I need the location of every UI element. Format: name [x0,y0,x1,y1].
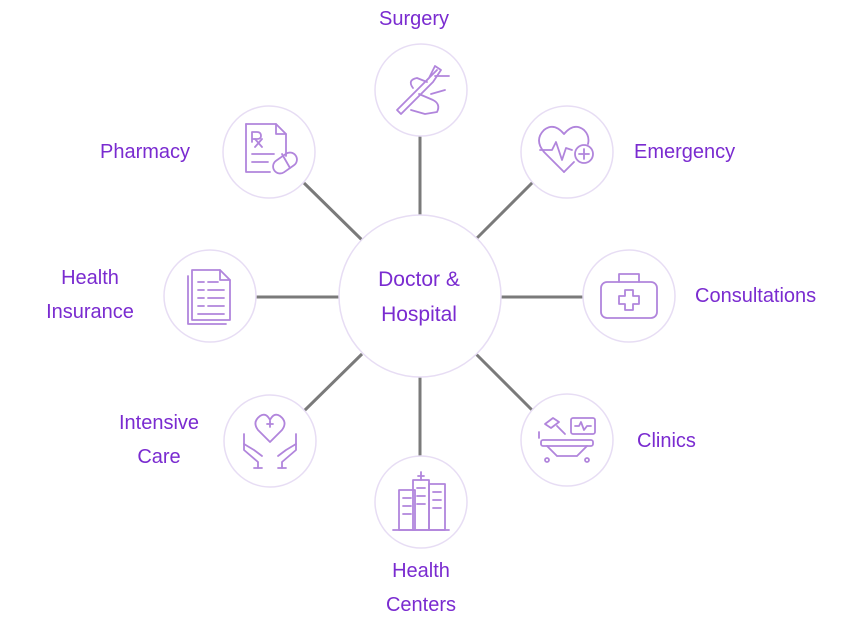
medical-kit-icon [600,273,658,319]
center-hub-circle [338,214,502,378]
emergency-circle [520,105,614,199]
center-label-line1: Doctor & [378,268,460,291]
center-label: Doctor & Hospital [339,262,499,332]
label-intensive-care-line2: Care [137,446,181,468]
health-insurance-circle [163,249,257,343]
pharmacy-circle [222,105,316,199]
connector-intensive-care [302,352,364,413]
node-emergency[interactable] [520,105,614,199]
label-surgery[interactable]: Surgery [379,2,449,36]
label-emergency[interactable]: Emergency [634,135,735,169]
node-pharmacy[interactable] [222,105,316,199]
label-health-centers[interactable]: Health Centers [371,554,471,622]
connector-pharmacy [302,181,364,242]
label-consultations-text: Consultations [695,285,817,307]
node-clinics[interactable] [520,393,614,487]
center-label-line2: Hospital [381,303,457,326]
node-surgery[interactable] [374,43,468,137]
label-surgery-text: Surgery [379,8,450,30]
label-consultations[interactable]: Consultations [695,279,816,313]
label-clinics[interactable]: Clinics [637,424,696,458]
label-pharmacy-text: Pharmacy [100,141,191,163]
label-health-insurance-line1: Health [61,267,119,289]
label-clinics-text: Clinics [637,430,696,452]
buildings-icon [392,471,450,531]
hands-heart-icon [243,413,297,469]
node-health-insurance[interactable] [163,249,257,343]
health-centers-circle [374,455,468,549]
consultations-circle [582,249,676,343]
connector-emergency [474,173,542,241]
connector-clinics [474,352,542,420]
label-pharmacy[interactable]: Pharmacy [100,135,190,169]
documents-icon [187,269,231,325]
connectors [256,136,584,458]
label-health-insurance[interactable]: Health Insurance [30,261,150,329]
hospital-bed-monitor-icon [538,417,596,463]
node-consultations[interactable] [582,249,676,343]
scalpel-hand-icon [396,65,450,115]
prescription-pill-icon [245,123,298,175]
node-health-centers[interactable] [374,455,468,549]
label-health-insurance-line2: Insurance [46,301,134,323]
surgery-circle [374,43,468,137]
label-health-centers-line2: Centers [385,594,457,616]
label-intensive-care-line1: Intensive [118,412,200,434]
label-intensive-care[interactable]: Intensive Care [104,406,214,474]
node-intensive-care[interactable] [223,394,317,488]
label-health-centers-line1: Health [392,560,450,582]
heart-pulse-plus-icon [538,125,594,173]
label-emergency-text: Emergency [634,141,736,163]
